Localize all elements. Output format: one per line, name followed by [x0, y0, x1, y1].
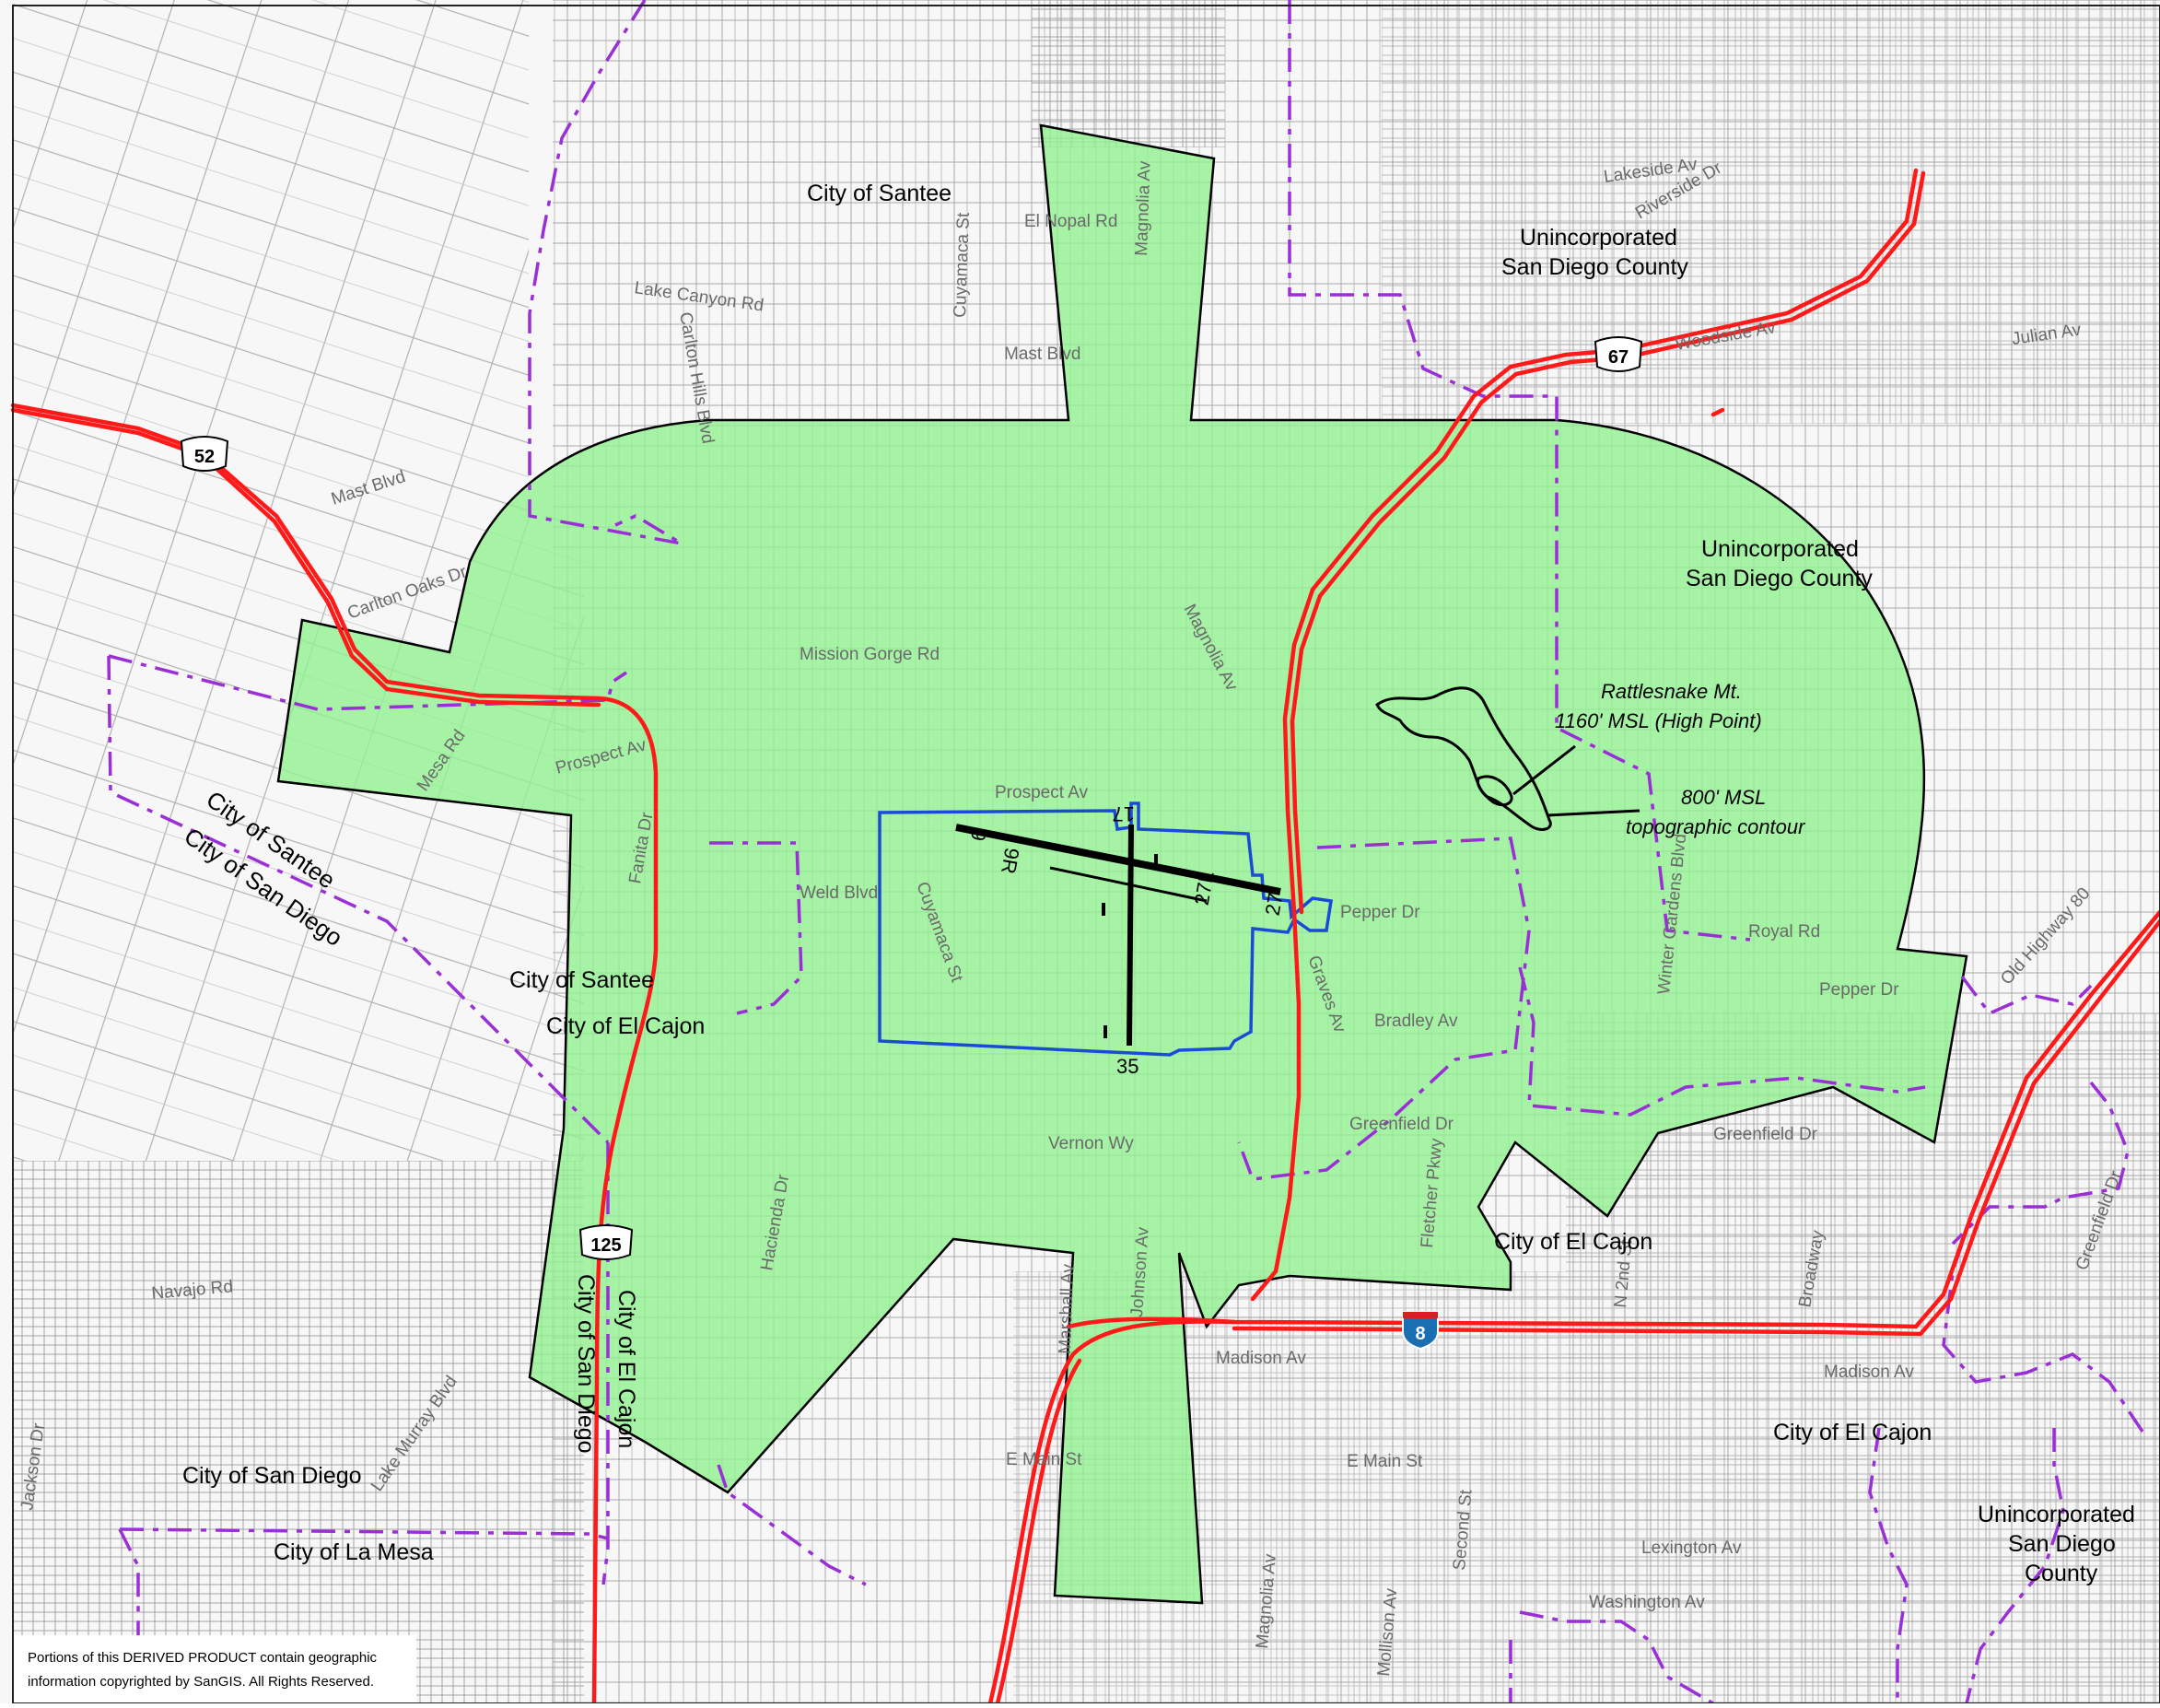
runway-label-35: 35: [1116, 1055, 1138, 1078]
credit-line-1: Portions of this DERIVED PRODUCT contain…: [28, 1650, 378, 1666]
contour-800-msl: [1375, 686, 1552, 831]
area-label: City of La Mesa: [274, 1539, 434, 1565]
runway-label-9: 9: [966, 827, 991, 842]
street-label: Greenfield Dr: [1713, 1125, 1818, 1144]
area-label: City of El Cajon: [613, 1290, 639, 1448]
runways: [955, 824, 1281, 1047]
area-label: City of El Cajon: [1494, 1229, 1652, 1255]
shield-number-8: 8: [1415, 1324, 1425, 1344]
street-label: Mission Gorge Rd: [800, 645, 940, 664]
area-label: Unincorporated: [1520, 225, 1677, 251]
credit-line-2: information copyrighted by SanGIS. All R…: [28, 1674, 374, 1690]
street-label: Marshall Av: [1056, 1263, 1078, 1354]
runway-label-27: 27: [1261, 891, 1288, 917]
runway-label-9r: 9R: [997, 846, 1024, 875]
city-boundaries: [107, 0, 2148, 1705]
street-label: Royal Rd: [1748, 922, 1820, 942]
credit-box: Portions of this DERIVED PRODUCT contain…: [13, 1635, 416, 1703]
street-label: Madison Av: [1824, 1363, 1914, 1382]
contour-label: 800' MSL: [1681, 786, 1766, 809]
interstate-8-west: [987, 1319, 1237, 1706]
interstate-shield-icon: 8: [1402, 1311, 1439, 1351]
highway-shields: 52 67 125 8: [180, 336, 1643, 1351]
area-label: County: [2025, 1561, 2098, 1586]
area-label: San Diego County: [1686, 566, 1873, 591]
runway-label-17: 17: [1113, 802, 1135, 825]
area-label: City of Santee: [509, 967, 654, 993]
route-52-east: [1710, 407, 1725, 417]
feature-labels: Rattlesnake Mt. 1160' MSL (High Point) 8…: [1555, 680, 1806, 838]
route-67: [1250, 168, 1919, 1302]
area-label: Unincorporated: [1701, 536, 1859, 562]
area-label: San Diego County: [1501, 254, 1688, 280]
airport-property-boundary: [878, 801, 1334, 1057]
street-label: Vernon Wy: [1048, 1134, 1134, 1153]
street-label: Magnolia Av: [1132, 160, 1155, 256]
street-label: E Main St: [1347, 1452, 1423, 1471]
summit-label: Rattlesnake Mt.: [1601, 680, 1742, 703]
street-label: Greenfield Dr: [1349, 1115, 1454, 1134]
state-route-shield-icon: 52: [180, 436, 229, 472]
airport-influence-zone: [276, 123, 1968, 1605]
street-label: Prospect Av: [995, 783, 1089, 802]
street-label: Cuyamaca St: [951, 212, 974, 318]
street-label: El Nopal Rd: [1024, 212, 1117, 231]
area-label: City of El Cajon: [546, 1013, 705, 1039]
street-label: Mast Blvd: [1004, 345, 1080, 364]
state-route-shield-icon: 125: [578, 1224, 634, 1260]
street-label: Pepper Dr: [1340, 903, 1420, 922]
area-label: City of San Diego: [573, 1274, 599, 1454]
street-label: Pepper Dr: [1819, 980, 1899, 1000]
street-label: Bradley Av: [1374, 1012, 1458, 1031]
shield-number-67: 67: [1608, 347, 1629, 368]
street-label: Madison Av: [1216, 1349, 1306, 1368]
area-label: City of Santee: [807, 181, 952, 206]
interstate-8-west-b: [995, 1358, 1082, 1706]
shield-number-125: 125: [590, 1235, 621, 1256]
summit-label: 1160' MSL (High Point): [1555, 709, 1762, 732]
area-label: San Diego: [2008, 1531, 2116, 1557]
rattlesnake-mountain: [1375, 686, 1640, 831]
street-label: Weld Blvd: [800, 883, 878, 903]
route-67-b: [1290, 170, 1926, 915]
interstate-8: [1066, 909, 2160, 1329]
shield-number-52: 52: [194, 447, 215, 467]
area-label: City of El Cajon: [1773, 1420, 1932, 1445]
route-52-b: [10, 407, 601, 708]
street-label: Washington Av: [1589, 1593, 1705, 1612]
contour-label: topographic contour: [1626, 815, 1806, 838]
street-label: E Main St: [1006, 1450, 1082, 1469]
state-route-shield-icon: 67: [1594, 336, 1643, 372]
interstate-8-b: [1232, 918, 2160, 1337]
street-label: Lexington Av: [1641, 1538, 1742, 1558]
area-label: Unincorporated: [1978, 1502, 2135, 1527]
area-label: City of San Diego: [182, 1463, 362, 1489]
